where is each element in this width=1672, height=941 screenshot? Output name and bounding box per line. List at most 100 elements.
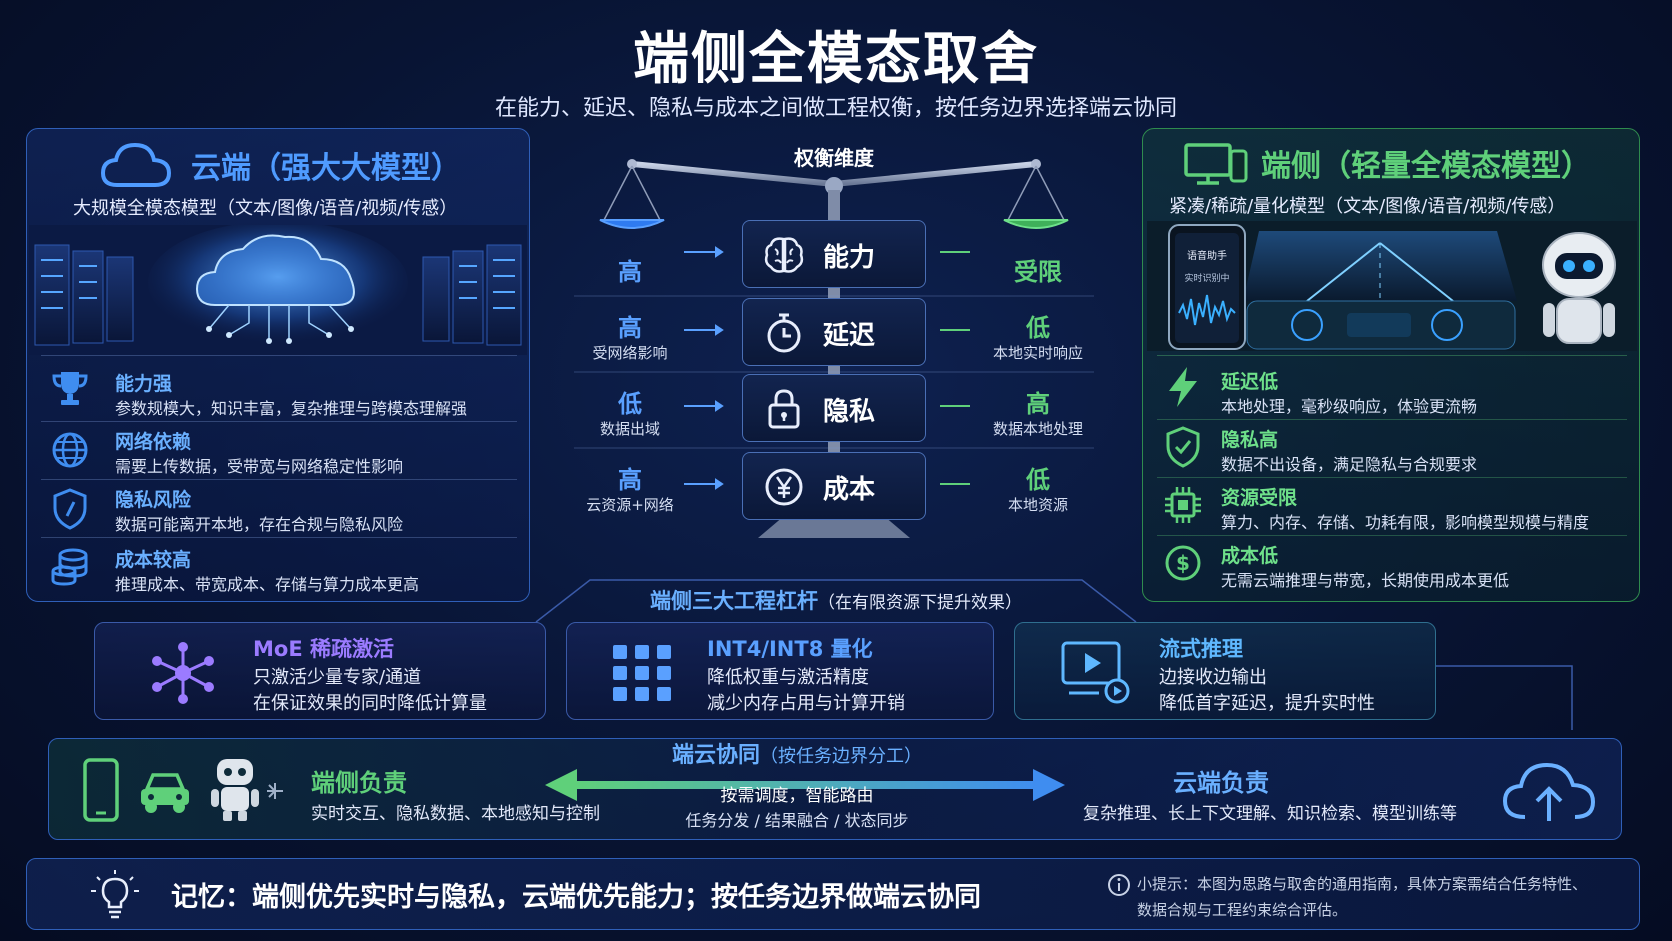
levers-title-note: （在有限资源下提升效果） [818, 593, 1022, 613]
lever-title: 流式推理 [1159, 637, 1243, 661]
edge-level-note: 本地资源 [1007, 496, 1068, 514]
page-title: 端侧全模态取舍 [633, 27, 1039, 92]
phone-screen-status: 实时识别中 [1184, 274, 1230, 284]
database-icon [51, 548, 88, 586]
divider [1157, 535, 1627, 536]
tip-line2: 数据合规与工程约束综合评估。 [1137, 901, 1348, 919]
lightbulb-icon [91, 870, 139, 919]
stream-icon [1061, 641, 1130, 704]
dimension-name: 成本 [823, 475, 876, 505]
lever-desc-line1: 降低权重与激活精度 [707, 667, 869, 688]
coin-icon: $ [1165, 545, 1201, 581]
lever-card-streaming: 流式推理 边接收边输出 降低首字延迟，提升实时性 [1014, 622, 1436, 720]
cloud-level-note: 受网络影响 [592, 344, 668, 362]
connector-line [1436, 665, 1573, 730]
devices-icon [1184, 143, 1248, 185]
lever-card-quantization: INT4/INT8 量化 降低权重与激活精度 减少内存占用与计算开销 [566, 622, 994, 720]
edge-level-note: 数据本地处理 [992, 420, 1083, 438]
dimension-box-cost: 成本 [742, 452, 926, 520]
cloud-title: 云端（强大大模型） [191, 151, 461, 186]
cloud-icon [100, 142, 172, 187]
collab-cloud-desc: 复杂推理、长上下文理解、知识检索、模型训练等 [1083, 804, 1457, 824]
cloud-feature-desc: 推理成本、带宽成本、存储与算力成本更高 [115, 575, 420, 594]
car-icon [141, 773, 189, 813]
edge-devices-illustration: 语音助手 实时识别中 [1147, 221, 1637, 351]
edge-panel: 端侧（轻量全模态模型） 紧凑/稀疏/量化模型（文本/图像/语音/视频/传感） [1142, 128, 1640, 602]
cloud-feature-desc: 需要上传数据，受带宽与网络稳定性影响 [115, 457, 404, 476]
edge-feature-desc: 无需云端推理与带宽，长期使用成本更低 [1221, 571, 1510, 590]
cloud-feature-title: 成本较高 [115, 549, 192, 571]
yen-icon [765, 468, 803, 506]
divider [41, 355, 517, 356]
dimension-name: 能力 [823, 243, 876, 273]
divider [41, 421, 517, 422]
globe-icon [52, 432, 88, 468]
dimension-box-capability: 能力 [742, 220, 926, 288]
memory-text: 记忆：端侧优先实时与隐私，云端优先能力；按任务边界做端云协同 [171, 882, 981, 913]
edge-level: 高 [1026, 390, 1050, 418]
phone-screen-title: 语音助手 [1187, 251, 1227, 262]
bolt-icon [1169, 367, 1197, 407]
cloud-datacenter-illustration [29, 225, 527, 355]
shield-icon [53, 488, 87, 530]
collab-panel: 端侧负责 实时交互、隐私数据、本地感知与控制 端云协同（按任务边界分工） 按需调… [48, 738, 1622, 840]
divider [1157, 355, 1627, 356]
edge-feature-desc: 算力、内存、存储、功耗有限，影响模型规模与精度 [1221, 513, 1590, 532]
collab-edge-desc: 实时交互、隐私数据、本地感知与控制 [311, 804, 600, 824]
cloud-upload-icon [1502, 762, 1596, 821]
svg-text:$: $ [1176, 551, 1190, 575]
balance-label: 权衡维度 [794, 146, 874, 170]
cloud-level: 低 [618, 390, 642, 418]
cloud-subtitle: 大规模全模态模型（文本/图像/语音/视频/传感） [73, 198, 458, 219]
chip-icon [1165, 487, 1201, 523]
edge-feature-title: 隐私高 [1221, 429, 1279, 451]
collab-cloud-title: 云端负责 [1173, 769, 1269, 797]
tip-line1: 小提示：本图为思路与取舍的通用指南，具体方案需结合任务特性、 [1137, 875, 1588, 893]
cloud-feature-title: 能力强 [115, 373, 173, 395]
collab-title-note: （按任务边界分工） [760, 746, 922, 767]
levers-title: 端侧三大工程杠杆 [650, 589, 818, 613]
edge-title: 端侧（轻量全模态模型） [1261, 149, 1591, 184]
divider [41, 479, 517, 480]
brain-icon [764, 237, 804, 273]
lock-icon [768, 389, 800, 429]
network-icon [152, 642, 214, 704]
cloud-level: 高 [618, 258, 642, 286]
cloud-level: 高 [618, 466, 642, 494]
lever-desc-line2: 减少内存占用与计算开销 [707, 693, 905, 714]
divider [41, 537, 517, 538]
edge-feature-title: 成本低 [1221, 545, 1279, 567]
collab-title: 端云协同 [671, 743, 760, 768]
levers-header-bracket [535, 579, 1137, 623]
stopwatch-icon [767, 313, 801, 353]
divider [1157, 419, 1627, 420]
collab-middle-line1: 按需调度，智能路由 [720, 786, 874, 806]
lever-desc-line1: 只激活少量专家/通道 [253, 667, 422, 688]
cloud-panel: 云端（强大大模型） 大规模全模态模型（文本/图像/语音/视频/传感） [26, 128, 530, 602]
edge-level-note: 本地实时响应 [992, 344, 1083, 362]
edge-feature-desc: 本地处理，毫秒级响应，体验更流畅 [1221, 397, 1478, 416]
lever-title: MoE 稀疏激活 [253, 637, 394, 661]
edge-feature-title: 延迟低 [1221, 371, 1279, 393]
dimension-box-latency: 延迟 [742, 298, 926, 366]
grid-icon [613, 645, 671, 701]
lever-desc-line1: 边接收边输出 [1159, 667, 1267, 688]
shield-check-icon [1166, 426, 1200, 468]
info-icon [1108, 874, 1130, 896]
lever-title: INT4/INT8 量化 [707, 637, 873, 661]
cloud-feature-desc: 参数规模大，知识丰富，复杂推理与跨模态理解强 [115, 399, 468, 418]
edge-subtitle: 紧凑/稀疏/量化模型（文本/图像/语音/视频/传感） [1169, 196, 1566, 217]
cloud-level: 高 [618, 314, 642, 342]
phone-icon [83, 758, 119, 822]
edge-feature-title: 资源受限 [1221, 487, 1298, 509]
edge-level: 低 [1026, 314, 1050, 342]
edge-feature-desc: 数据不出设备，满足隐私与合规要求 [1221, 455, 1478, 474]
bidirectional-arrow [545, 769, 1065, 801]
collab-edge-title: 端侧负责 [311, 769, 407, 797]
collab-middle-line2: 任务分发 / 结果融合 / 状态同步 [685, 811, 909, 830]
collab-header: 端云协同（按任务边界分工） [597, 737, 997, 769]
cloud-feature-title: 网络依赖 [115, 431, 192, 453]
trophy-icon [52, 372, 88, 405]
cloud-level-note: 数据出域 [599, 420, 660, 438]
dimension-box-privacy: 隐私 [742, 374, 926, 442]
